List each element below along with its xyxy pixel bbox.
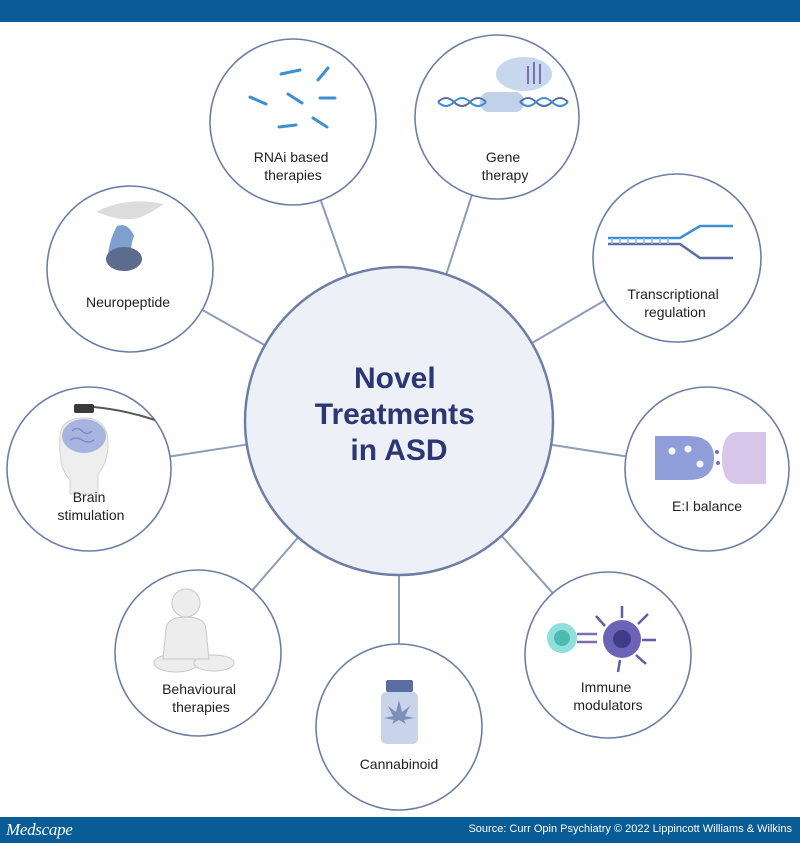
center-node: Novel Treatments in ASD [243, 265, 555, 577]
top-bar [0, 0, 800, 22]
neuropeptide-icon [96, 201, 164, 271]
node-brain-label: Brain stimulation [58, 489, 125, 523]
diagram: Novel Treatments in ASD RNAi based thera… [6, 34, 790, 811]
connector-neuropeptide [201, 308, 266, 347]
node-cannabinoid: Cannabinoid [315, 643, 483, 811]
node-gene: Gene therapy [414, 34, 580, 200]
node-neuropeptide: Neuropeptide [46, 185, 214, 353]
synapse-icon [655, 432, 766, 484]
node-transcription: Transcriptional regulation [592, 173, 762, 343]
connector-behavioural [251, 536, 299, 591]
rna-strands-icon [248, 66, 337, 129]
node-brain: Brain stimulation [6, 386, 172, 552]
node-immune-label: Immune modulators [573, 679, 642, 713]
connector-transcription [531, 299, 606, 344]
bottom-bar: Medscape Source: Curr Opin Psychiatry © … [0, 817, 800, 843]
connector-rnai [319, 199, 349, 277]
center-title: Novel Treatments in ASD [315, 362, 483, 467]
connector-immune [500, 535, 554, 594]
node-immune: Immune modulators [524, 571, 692, 739]
baby-icon [153, 588, 235, 673]
connectors [169, 194, 627, 644]
transcription-fork-icon [608, 224, 733, 260]
node-behavioural-label: Behavioural therapies [162, 681, 240, 715]
dna-vector-icon [437, 57, 569, 112]
immune-cells-icon [547, 606, 656, 673]
connector-brain [169, 443, 247, 458]
connector-ei [551, 443, 627, 458]
node-ei: E:I balance [624, 386, 790, 552]
cannabis-bottle-icon [381, 680, 418, 744]
node-transcription-label: Transcriptional regulation [627, 286, 722, 320]
node-behavioural: Behavioural therapies [114, 569, 282, 737]
node-rnai-label: RNAi based therapies [254, 149, 333, 183]
node-ei-label: E:I balance [672, 498, 742, 514]
source-credit: Source: Curr Opin Psychiatry © 2022 Lipp… [468, 823, 792, 835]
connector-gene [445, 194, 473, 275]
brain-stimulation-icon [59, 404, 156, 495]
node-cannabinoid-label: Cannabinoid [360, 756, 439, 772]
node-rnai: RNAi based therapies [209, 38, 377, 206]
node-neuropeptide-label: Neuropeptide [86, 294, 170, 310]
node-gene-label: Gene therapy [482, 149, 529, 183]
medscape-logo: Medscape [6, 820, 73, 839]
